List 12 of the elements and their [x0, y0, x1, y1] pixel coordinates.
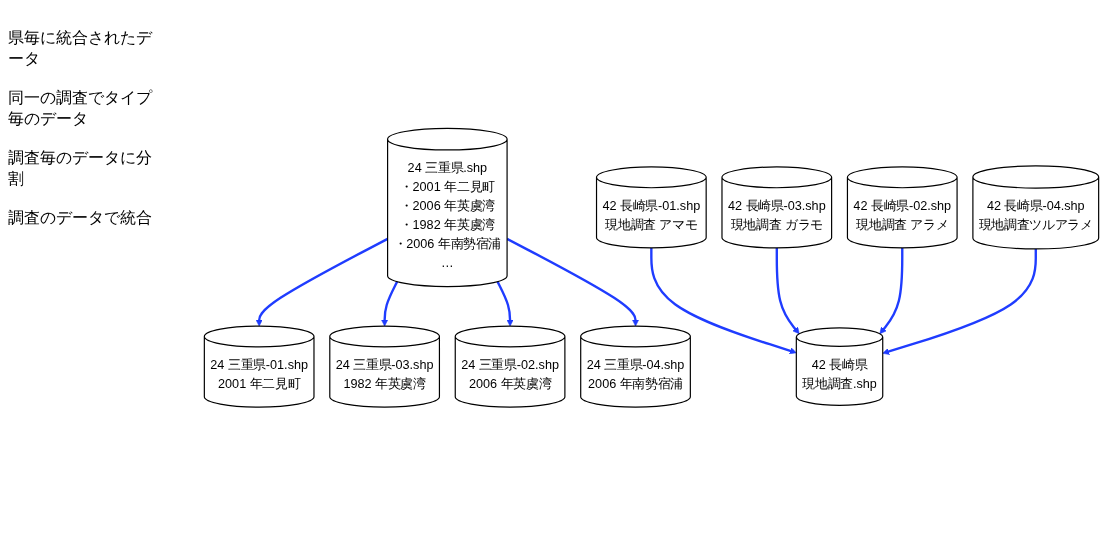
arrow — [381, 280, 399, 327]
arrow — [496, 280, 514, 327]
note-text: 調査のデータで統合 — [8, 208, 153, 228]
arrow — [775, 247, 800, 334]
note-text: 同一の調査でタイプ毎のデータ — [8, 88, 154, 129]
arrow — [506, 237, 639, 327]
note-text: 調査毎のデータに分割 — [8, 148, 153, 189]
arrow — [255, 237, 389, 327]
arrow — [882, 248, 1037, 355]
note-text: 県毎に統合されたデータ — [8, 28, 154, 69]
arrow — [879, 247, 904, 334]
arrow — [650, 247, 797, 354]
